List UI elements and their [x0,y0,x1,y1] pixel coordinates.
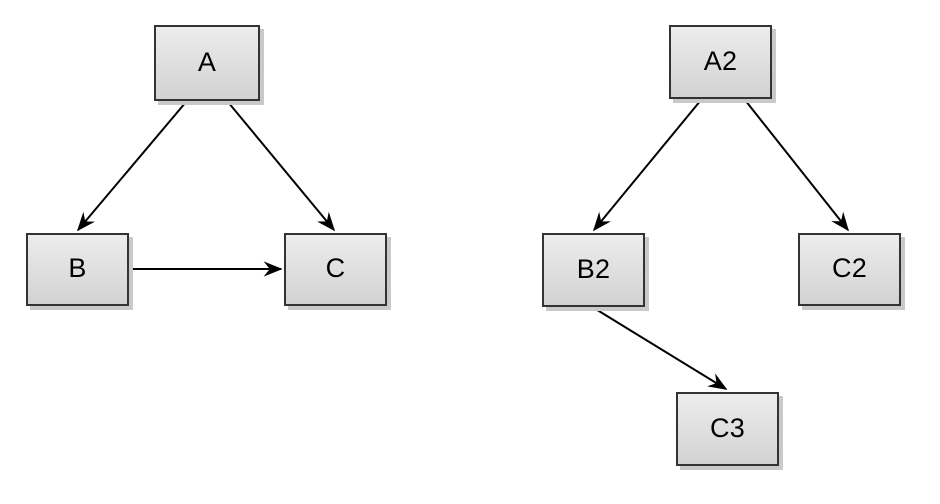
node-b[interactable]: B [26,233,129,306]
node-b-label: B [68,253,87,283]
edge-a-to-b [76,101,187,232]
node-a[interactable]: A [154,25,260,101]
node-c[interactable]: C [284,233,387,306]
edge-a2-to-c2 [744,99,849,232]
node-c2-label: C2 [832,253,867,283]
node-c2[interactable]: C2 [798,233,901,306]
edge-b2-to-c3 [593,307,728,390]
node-c3[interactable]: C3 [676,392,779,466]
node-c3-label: C3 [710,412,745,443]
node-a2-label: A2 [703,45,738,76]
node-a2[interactable]: A2 [669,25,772,99]
node-c-label: C [325,253,346,283]
node-b2[interactable]: B2 [542,233,645,307]
edge-a-to-c [227,101,336,232]
node-b2-label: B2 [576,253,611,284]
node-a-label: A [197,46,217,77]
edge-a2-to-b2 [592,99,702,232]
